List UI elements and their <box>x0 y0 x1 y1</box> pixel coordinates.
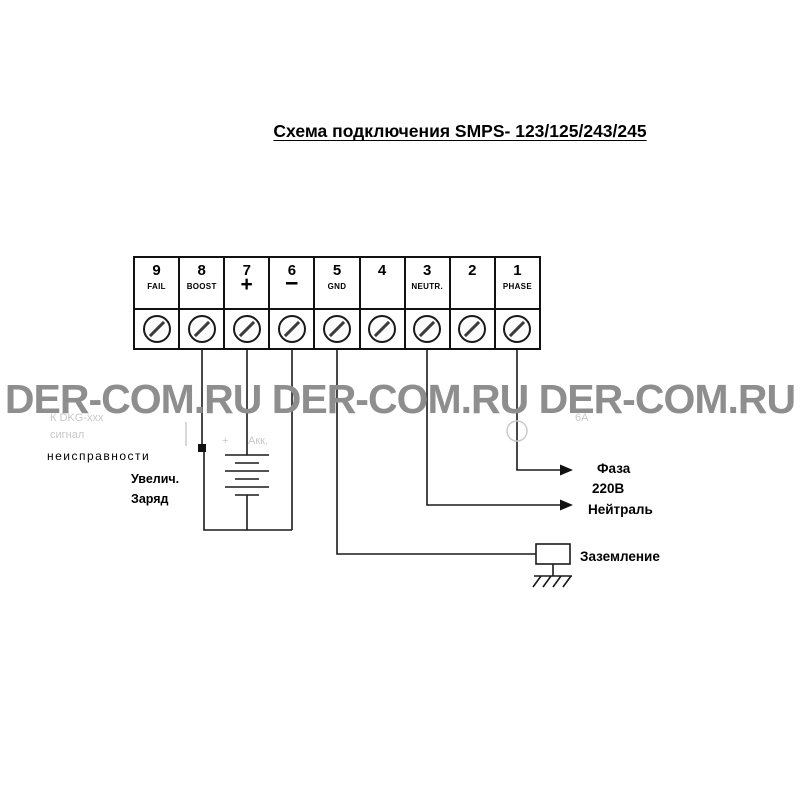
fault-label: неисправности <box>47 449 151 463</box>
terminal-label: + <box>240 272 254 296</box>
terminal-cell-4: 4 <box>358 258 404 348</box>
screw-terminal-icon <box>232 315 261 343</box>
phase-label: Фаза <box>597 461 631 476</box>
battery-plus-sign: + <box>222 435 229 447</box>
screw-area <box>225 308 269 348</box>
terminal-number: 1 <box>513 262 522 279</box>
screw-terminal-icon <box>458 315 487 343</box>
earth-ground-icon <box>532 575 572 588</box>
screw-slot <box>238 320 255 338</box>
terminal-number: 4 <box>377 262 387 279</box>
battery-symbol <box>225 454 269 496</box>
fuse-rating-label: 6А <box>575 412 589 424</box>
voltage-label: 220В <box>592 481 625 496</box>
page-title: Схема подключения SMPS- 123/125/243/245 <box>273 121 647 141</box>
terminal-label: GND <box>327 281 347 291</box>
boost-label: Увелич. <box>131 472 180 486</box>
screw-slot <box>328 320 346 338</box>
terminal-label: NEUTR. <box>411 281 443 291</box>
terminal-cell-5: 5 GND <box>313 258 359 348</box>
screw-area <box>405 308 449 348</box>
terminal-number: 8 <box>197 262 206 279</box>
terminal-number: 9 <box>152 262 161 279</box>
fuse-symbol-icon <box>506 420 528 442</box>
screw-area <box>450 308 494 348</box>
terminal-number: 3 <box>423 262 432 279</box>
ground-terminal-box <box>535 543 571 565</box>
screw-area <box>180 308 224 348</box>
terminal-cell-3: 3 NEUTR. <box>403 258 449 348</box>
screw-slot <box>148 320 165 338</box>
charge-label: Заряд <box>131 492 169 506</box>
terminal-number: 7 <box>242 262 251 279</box>
screw-terminal-icon <box>142 315 171 343</box>
terminal-label: BOOST <box>186 281 217 291</box>
screw-area <box>360 308 404 348</box>
screw-slot <box>193 320 210 338</box>
fault-signal-line2: сигнал <box>50 429 85 441</box>
terminal-label: FAIL <box>147 281 166 291</box>
terminal-cell-8: 8 BOOST <box>178 258 224 348</box>
screw-area <box>315 308 359 348</box>
screw-slot <box>373 320 391 338</box>
screw-terminal-icon <box>187 315 216 343</box>
battery-label: Акк. <box>248 435 269 447</box>
wire-neutral <box>426 350 560 506</box>
contact-node <box>198 444 206 452</box>
screw-terminal-icon <box>368 315 397 343</box>
terminal-block: 9 FAIL 8 BOOST 7 + 6 − 5 GND 4 <box>133 256 541 350</box>
terminal-number: 5 <box>332 262 342 279</box>
phase-arrowhead-icon <box>560 464 573 476</box>
screw-terminal-icon <box>322 315 351 343</box>
screw-area <box>270 308 314 348</box>
terminal-cell-2: 2 <box>448 258 494 348</box>
terminal-cell-6: 6 − <box>268 258 314 348</box>
terminal-cell-9: 9 FAIL <box>135 258 179 348</box>
screw-area <box>495 308 539 348</box>
screw-area <box>135 308 179 348</box>
neutral-arrowhead-icon <box>560 499 573 511</box>
screw-terminal-icon <box>277 315 306 343</box>
screw-slot <box>464 320 481 338</box>
terminal-number: 6 <box>287 262 297 279</box>
neutral-label: Нейтраль <box>588 502 653 517</box>
screw-slot <box>509 320 526 338</box>
faded-artifacts <box>185 420 528 446</box>
screw-terminal-icon <box>503 315 532 343</box>
terminal-number: 2 <box>468 262 477 279</box>
screw-terminal-icon <box>413 315 442 343</box>
terminal-cell-7: 7 + <box>223 258 269 348</box>
screw-slot <box>283 320 301 338</box>
terminal-label: − <box>285 269 299 296</box>
screw-slot <box>419 320 436 338</box>
ground-label: Заземление <box>580 549 660 564</box>
battery-loop-wire <box>203 452 292 531</box>
terminal-cell-1: 1 PHASE <box>493 258 539 348</box>
fault-signal-line1: К DKG-xxx <box>50 412 104 424</box>
terminal-label: PHASE <box>502 281 532 291</box>
watermark: DER-COM.RU DER-COM.RU DER-COM.RU <box>4 376 796 422</box>
wire-phase <box>516 350 560 471</box>
wire-ground <box>336 350 536 555</box>
